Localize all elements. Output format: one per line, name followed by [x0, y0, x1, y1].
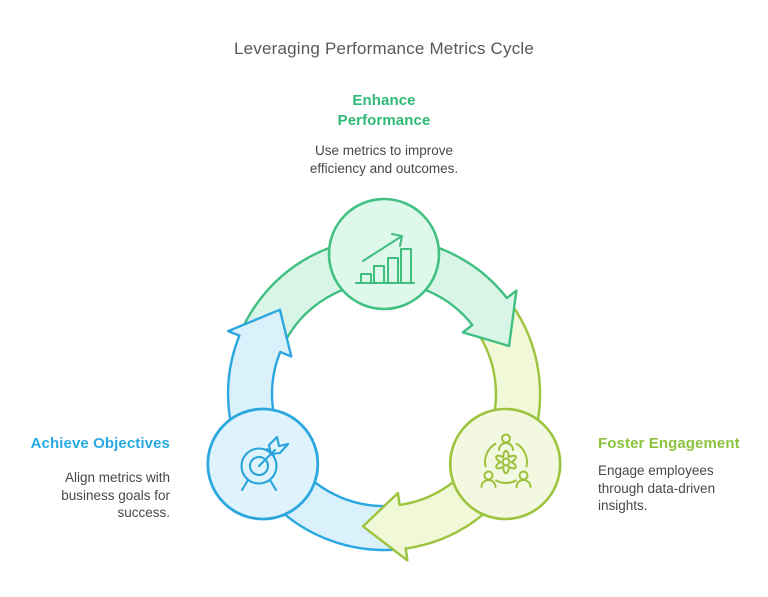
foster-engagement-label: Foster Engagement Engage employees throu… [598, 434, 768, 515]
enhance-performance-heading: Enhance Performance [337, 92, 431, 129]
enhance-performance-description: Use metrics to improve efficiency and ou… [309, 143, 459, 176]
achieve-circle [206, 407, 320, 521]
foster-engagement-heading: Foster Engagement [598, 435, 740, 452]
achieve-objectives-heading: Achieve Objectives [30, 435, 170, 452]
cycle-nodes [206, 197, 562, 521]
diagram-title: Leveraging Performance Metrics Cycle [233, 39, 535, 58]
node-enhance-performance [327, 197, 441, 311]
enhance-circle [327, 197, 441, 311]
foster-engagement-description: Engage employees through data-driven ins… [598, 463, 716, 513]
foster-circle [448, 407, 562, 521]
team-gear-icon [480, 433, 532, 488]
node-foster-engagement [448, 407, 562, 521]
achieve-objectives-description: Align metrics with business goals for su… [61, 470, 170, 520]
node-achieve-objectives [206, 407, 320, 521]
bar-chart-growth-icon [355, 233, 415, 284]
target-dart-icon [240, 435, 290, 492]
gear-icon [495, 449, 517, 475]
enhance-performance-label: Enhance Performance Use metrics to impro… [264, 91, 504, 177]
achieve-objectives-label: Achieve Objectives Align metrics with bu… [10, 434, 170, 522]
